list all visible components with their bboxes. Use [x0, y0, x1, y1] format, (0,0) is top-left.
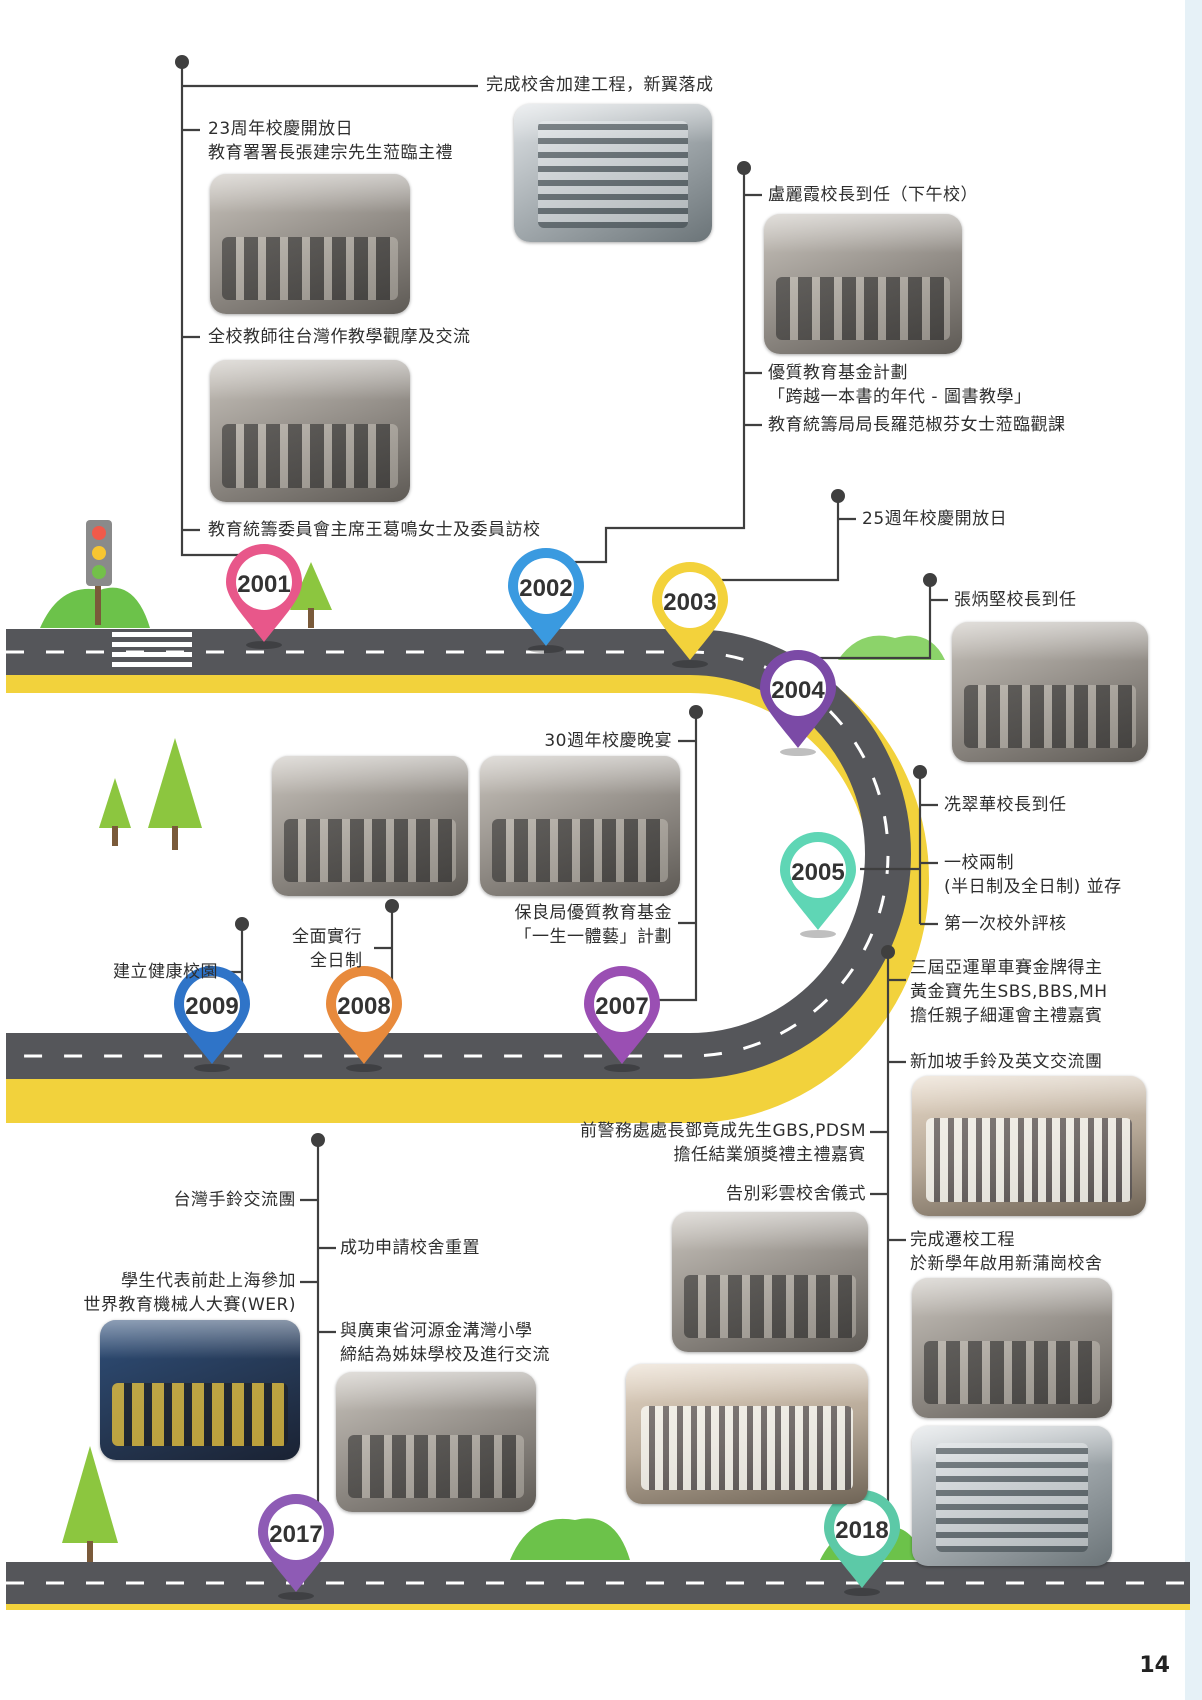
photo-new-wing [514, 104, 712, 242]
pin-2003: 2003 [652, 562, 728, 668]
tree [148, 738, 202, 828]
pin-2018: 2018 [824, 1490, 900, 1596]
pin-2007: 2007 [584, 966, 660, 1072]
event-2018-farewell: 告別彩雲校舍儀式 [726, 1184, 866, 1204]
photo-taiwan-exchange [210, 360, 410, 502]
decor-left-top [40, 520, 332, 628]
event-2001-23rd-anniv-l2: 教育署署長張建宗先生蒞臨主禮 [208, 143, 453, 163]
photo-new-campus [912, 1426, 1112, 1566]
event-2017-taiwan-handbell: 台灣手鈴交流團 [173, 1190, 296, 1210]
pin-2008: 2008 [326, 966, 402, 1072]
photo-wer-championship [100, 1320, 300, 1460]
event-2018-guest-l2: 黃金寶先生SBS,BBS,MH [910, 982, 1108, 1002]
event-2002-principal: 盧麗霞校長到任（下午校） [768, 185, 978, 205]
event-2008-l2: 全日制 [310, 951, 363, 971]
event-2003-25th-anniv: 25週年校慶開放日 [862, 509, 1008, 529]
event-2005-external-review: 第一次校外評核 [944, 914, 1067, 934]
photo-farewell-ceremony [672, 1212, 868, 1352]
event-2018-guest-l1: 三屆亞運單車賽金牌得主 [910, 958, 1103, 978]
photo-sister-school [336, 1372, 536, 1512]
year-2018: 2018 [835, 1517, 888, 1544]
photo-30th-dinner [480, 756, 680, 896]
pin-2004: 2004 [760, 650, 836, 756]
event-2002-observe: 教育統籌局局長羅范椒芬女士蒞臨觀課 [768, 415, 1066, 435]
tree [290, 562, 332, 610]
connector-dots [175, 55, 937, 1147]
event-2002-qef-l1: 優質教育基金計劃 [768, 363, 908, 383]
page-edge [1185, 0, 1202, 1700]
event-2018-police-l1: 前警務處處長鄧竟成先生GBS,PDSM [579, 1121, 866, 1141]
year-2008: 2008 [337, 993, 390, 1020]
event-2017-wer-l1: 學生代表前赴上海參加 [121, 1271, 296, 1291]
photo-assembly-hall [626, 1364, 868, 1504]
photo-certificates [912, 1278, 1112, 1418]
event-2018-police-l2: 擔任結業頒獎禮主禮嘉賓 [673, 1145, 866, 1165]
event-2018-guest-l3: 擔任親子細運會主禮嘉賓 [910, 1006, 1103, 1026]
decor-mid-trees [99, 635, 945, 850]
event-2001-23rd-anniv-l1: 23周年校慶開放日 [208, 119, 354, 139]
tree [62, 1446, 118, 1543]
photo-23rd-anniversary [210, 174, 410, 314]
year-2003: 2003 [663, 589, 716, 616]
year-2009: 2009 [185, 993, 238, 1020]
page-number: 14 [1139, 1653, 1170, 1678]
event-2017-sister-l1: 與廣東省河源金溝灣小學 [340, 1321, 533, 1341]
pin-2017: 2017 [258, 1494, 334, 1600]
event-2018-move-l1: 完成遷校工程 [910, 1230, 1015, 1250]
tree [99, 778, 131, 828]
event-2017-sister-l2: 締結為姊妹學校及進行交流 [340, 1345, 550, 1365]
event-2005-two-systems-l2: (半日制及全日制) 並存 [944, 877, 1122, 897]
pin-2005: 2005 [780, 832, 856, 938]
event-2005-two-systems-l1: 一校兩制 [944, 853, 1014, 873]
event-2007-30th-dinner: 30週年校慶晚宴 [544, 731, 672, 751]
event-2001-new-wing: 完成校舍加建工程，新翼落成 [486, 75, 714, 95]
event-2008-l1: 全面實行 [292, 927, 362, 947]
pin-2002: 2002 [508, 548, 584, 653]
photo-principal-cheung [952, 622, 1148, 762]
photo-singapore-exchange [912, 1076, 1146, 1216]
event-2018-move-l2: 於新學年啟用新蒲崗校舍 [910, 1254, 1103, 1274]
photo-collage-2007 [272, 756, 468, 896]
pin-2009: 2009 [174, 966, 250, 1072]
connectors [180, 62, 948, 1520]
event-2017-reprovisioning: 成功申請校舍重置 [340, 1238, 480, 1258]
year-2007: 2007 [595, 993, 648, 1020]
event-2017-wer-l2: 世界教育機械人大賽(WER) [83, 1295, 296, 1315]
event-2007-qef-l1: 保良局優質教育基金 [514, 903, 672, 923]
year-2004: 2004 [771, 677, 825, 704]
pin-2001: 2001 [226, 544, 302, 649]
event-2001-commission-visit: 教育統籌委員會主席王葛鳴女士及委員訪校 [208, 520, 541, 540]
event-2005-principal: 冼翠華校長到任 [944, 795, 1067, 815]
event-2002-qef-l2: 「跨越一本書的年代 - 圖書教學」 [768, 387, 1032, 407]
year-2002: 2002 [519, 575, 572, 602]
bush [510, 1518, 630, 1560]
year-2005: 2005 [791, 859, 844, 886]
event-2009-healthy-campus: 建立健康校園 [113, 962, 218, 982]
event-2018-singapore: 新加坡手鈴及英文交流團 [910, 1052, 1103, 1072]
bush [838, 635, 945, 660]
event-2001-taiwan: 全校教師往台灣作教學觀摩及交流 [208, 327, 471, 347]
year-2001: 2001 [237, 571, 290, 598]
photo-principal-lo [764, 214, 962, 354]
year-2017: 2017 [269, 1521, 322, 1548]
event-2004-principal: 張炳堅校長到任 [954, 590, 1077, 610]
event-2007-qef-l2: 「一生一體藝」計劃 [514, 927, 672, 947]
